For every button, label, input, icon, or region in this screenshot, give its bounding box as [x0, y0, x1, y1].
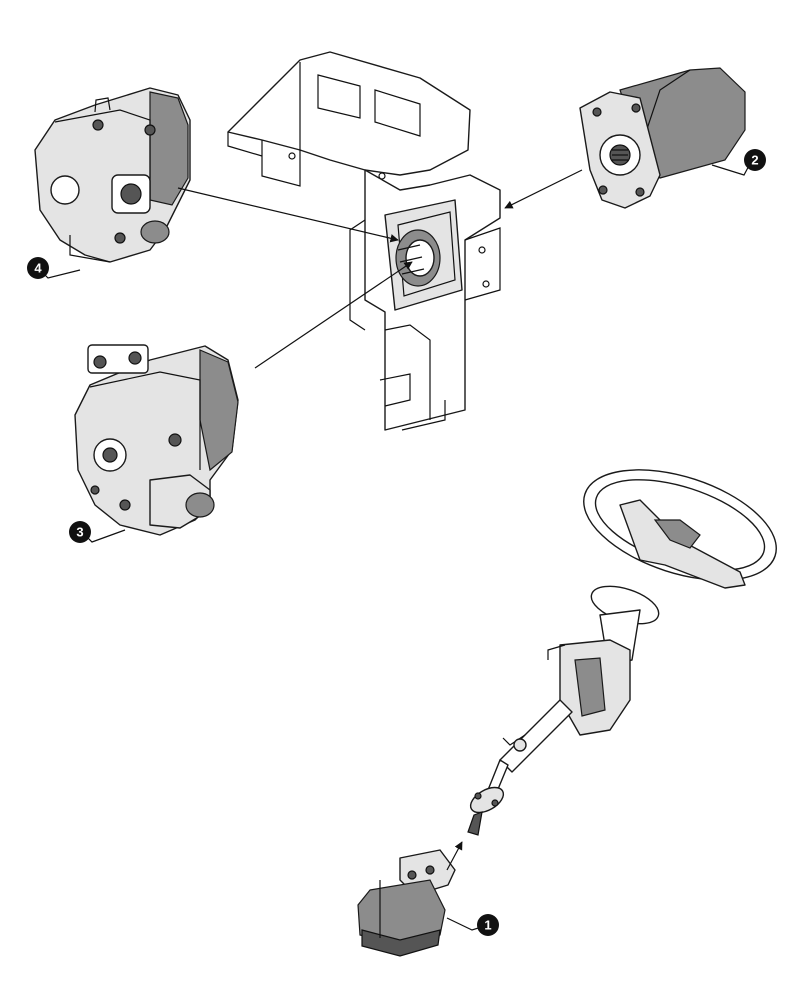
callout-label-1: 1 [484, 918, 491, 933]
arrow-part2 [504, 169, 583, 209]
callout-badge-3: 3 [69, 521, 91, 543]
piston-pump-small [34, 87, 191, 263]
arrow-part4 [177, 187, 399, 243]
callout-label-3: 3 [76, 525, 83, 540]
arrow-part1 [446, 841, 463, 871]
gear-pump [579, 67, 746, 209]
chassis-housing [227, 51, 501, 431]
callout-badge-1: 1 [477, 914, 499, 936]
piston-pump-large [74, 344, 239, 536]
callout-badge-4: 4 [27, 257, 49, 279]
callout-label-2: 2 [751, 153, 758, 168]
callout-badge-2: 2 [744, 149, 766, 171]
arrow-part3 [254, 261, 413, 369]
steering-column [467, 585, 660, 836]
callout-label-4: 4 [34, 261, 42, 276]
steering-wheel [583, 469, 777, 589]
steering-unit [357, 849, 456, 957]
